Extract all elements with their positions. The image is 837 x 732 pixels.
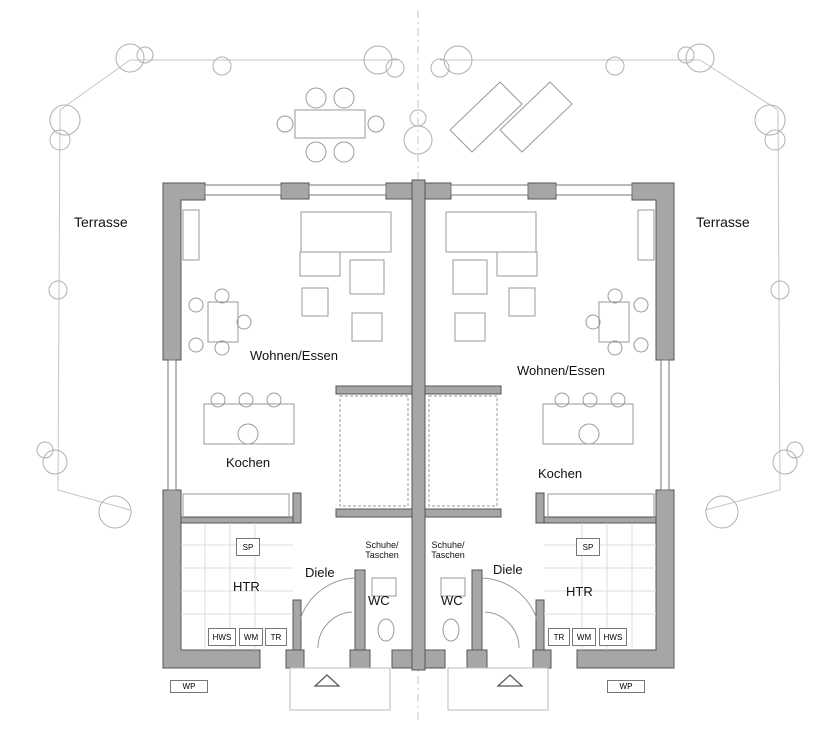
hws-unit-right: HWS xyxy=(599,628,627,646)
heat-pump-right: WP xyxy=(607,680,645,693)
washer-left: WM xyxy=(239,628,263,646)
storage-unit-left: SP xyxy=(236,538,260,556)
tr-label-left: TR xyxy=(270,632,282,642)
storage-label-right: Schuhe/ Taschen xyxy=(431,540,465,560)
tree-group xyxy=(36,43,804,529)
living-label-left: Wohnen/Essen xyxy=(250,348,338,363)
hws-label-left: HWS xyxy=(212,632,232,642)
heat-pump-left: WP xyxy=(170,680,208,693)
entrance-markers xyxy=(313,674,524,687)
terrace-label-left: Terrasse xyxy=(74,214,128,230)
wc-label-right: WC xyxy=(441,593,463,608)
washer-right: WM xyxy=(572,628,596,646)
wc-label-left: WC xyxy=(368,593,390,608)
wp-label-right: WP xyxy=(619,682,633,691)
storage-label-left: Schuhe/ Taschen xyxy=(365,540,399,560)
kitchen-label-right: Kochen xyxy=(538,466,583,481)
living-label-right: Wohnen/Essen xyxy=(517,363,605,378)
wp-label-left: WP xyxy=(182,682,196,691)
sp-label-right: SP xyxy=(582,542,594,552)
wm-label-right: WM xyxy=(576,632,592,642)
entrance-paths xyxy=(289,667,549,711)
hws-label-right: HWS xyxy=(603,632,623,642)
storage-unit-right: SP xyxy=(576,538,600,556)
interior-furniture xyxy=(182,209,655,649)
walls xyxy=(162,179,675,671)
dryer-right: TR xyxy=(548,628,570,646)
windows xyxy=(167,184,670,491)
hall-label-left: Diele xyxy=(305,565,335,580)
terrace-label-right: Terrasse xyxy=(696,214,750,230)
wm-label-left: WM xyxy=(243,632,259,642)
terrace-furniture xyxy=(276,81,573,163)
hws-unit-left: HWS xyxy=(208,628,236,646)
dryer-left: TR xyxy=(265,628,287,646)
hall-label-right: Diele xyxy=(493,562,523,577)
kitchen-label-left: Kochen xyxy=(226,455,271,470)
utility-label-right: HTR xyxy=(566,584,593,599)
tr-label-right: TR xyxy=(553,632,565,642)
utility-label-left: HTR xyxy=(233,579,260,594)
sp-label-left: SP xyxy=(242,542,254,552)
